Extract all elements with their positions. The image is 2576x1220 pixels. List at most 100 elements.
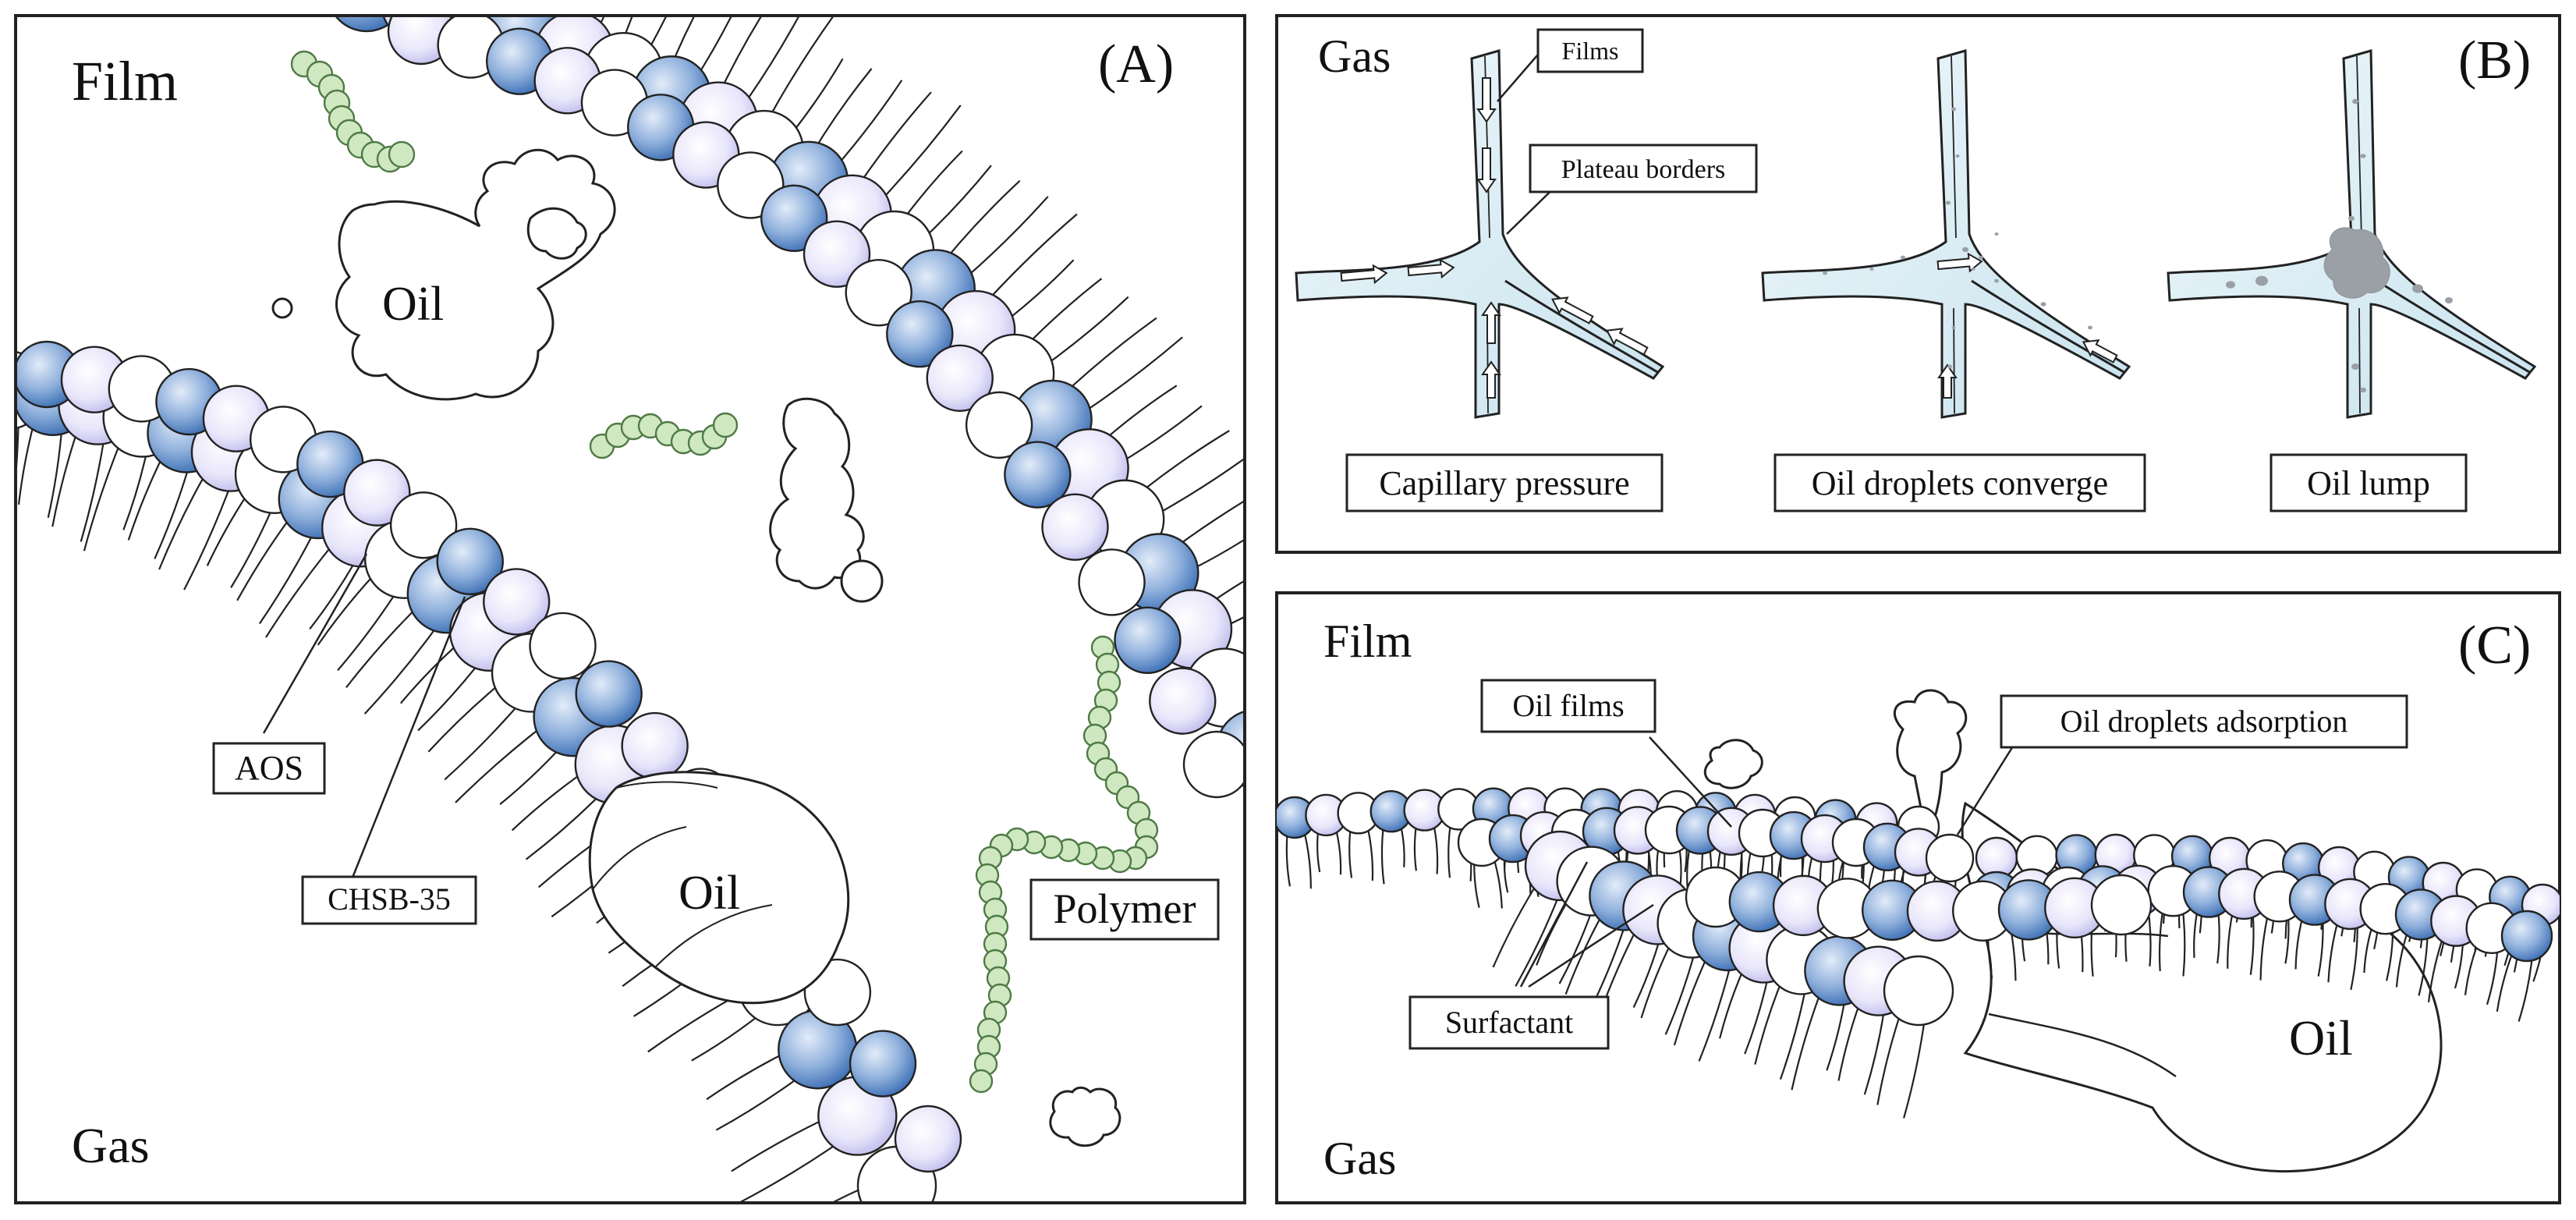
surfactant-label-box	[1408, 995, 1610, 1050]
oil-droplet-rising	[1893, 689, 1968, 842]
capillary-label-box	[1345, 453, 1664, 512]
surfactant-head	[529, 612, 597, 680]
panel-b: Gas (B) Films Plateau borders Capillary …	[1275, 14, 2561, 554]
flow-arrow	[1476, 77, 1497, 123]
oil-dot	[2040, 302, 2046, 307]
surfactant-head	[845, 258, 912, 327]
surfactant-head	[1004, 441, 1072, 509]
converge-label-box	[1773, 453, 2146, 512]
plateau-edge-line	[2356, 55, 2362, 239]
surfactant-head	[1114, 606, 1182, 674]
flow-arrow-shape	[2082, 339, 2118, 364]
surfactant-head	[965, 391, 1033, 459]
films-label-box	[1536, 28, 1644, 73]
oil-dot	[1979, 255, 1983, 260]
polymer-bead	[712, 412, 739, 438]
flow-arrow	[1481, 301, 1501, 344]
films-leader-line	[1497, 54, 1539, 102]
flow-arrow	[1340, 264, 1388, 285]
surfactant-head	[1182, 730, 1243, 799]
oil-dot	[2360, 387, 2366, 393]
converge-label: Oil droplets converge	[1812, 464, 2108, 502]
plateau-edge-line	[2376, 279, 2532, 374]
surfactant-head	[1925, 833, 1975, 883]
oil-lump-label-box	[2270, 453, 2468, 512]
oil-dot	[2445, 297, 2453, 303]
surfactant-head	[926, 344, 994, 412]
flow-arrow-shape	[1481, 360, 1501, 399]
oil-films-label-box	[1480, 679, 1657, 733]
oil-dot	[2226, 281, 2235, 289]
oil-lump	[2323, 227, 2390, 299]
oil-dot	[1951, 326, 1956, 329]
oil-dot	[2088, 325, 2092, 330]
flow-arrow-shape	[1476, 77, 1497, 123]
oil-dot	[2348, 215, 2355, 222]
panel-c-surfactant-heads	[1277, 787, 2560, 1027]
flow-arrow-shape	[1937, 364, 1958, 399]
oil-dot	[1951, 107, 1956, 112]
flow-arrow	[1476, 147, 1497, 193]
oil-dot	[1901, 255, 1905, 260]
oil-dot	[1971, 268, 1975, 271]
surfactant-head	[483, 568, 551, 636]
oil-blob-large	[588, 771, 850, 1005]
plateau-edge-line	[2358, 307, 2361, 414]
oil-label-upper: Oil	[382, 278, 444, 331]
chsb-label: CHSB-35	[328, 881, 451, 917]
oil-blob-middle	[769, 397, 865, 590]
flow-arrow-shape	[1481, 301, 1501, 344]
surfactant-tail	[409, 0, 431, 1]
panel-b-gas-label: Gas	[1318, 30, 1391, 82]
polymer-bead	[388, 140, 416, 168]
surfactant-head	[2090, 874, 2153, 936]
surfactant-head	[436, 527, 504, 596]
panel-a: (A) Film Gas Oil Oil AOS CHSB-35 Polymer	[14, 0, 1246, 1204]
plateau-edge-line	[1971, 279, 2126, 374]
oil-dot	[2255, 275, 2268, 286]
oil-blob-upper-droplet	[526, 207, 587, 260]
surfactant-head	[389, 491, 458, 559]
oil-droplet-small	[271, 297, 293, 319]
oil-dot	[2351, 364, 2359, 370]
flow-arrow-shape	[1605, 328, 1649, 356]
oil-dot	[2352, 98, 2358, 105]
oil-dot	[1994, 232, 1999, 236]
polymer-label-box	[1029, 878, 1220, 941]
oil-blob-bottom	[1049, 1086, 1121, 1147]
surfactant-head	[2500, 910, 2553, 963]
oil-dot	[1994, 278, 1999, 283]
surfactant-head	[849, 1030, 917, 1098]
oil-blob-large-facet	[592, 781, 773, 968]
flow-arrow	[1481, 360, 1501, 399]
oil-lump-label: Oil lump	[2307, 464, 2430, 502]
oil-dot	[1946, 200, 1951, 205]
surfactant-leader-line-2	[1528, 903, 1654, 988]
oil-dot	[1962, 246, 1968, 253]
oil-droplet-dots	[1823, 98, 2453, 393]
polymer-label: Polymer	[1054, 885, 1196, 932]
chsb-leader-line	[349, 596, 466, 882]
surfactant-tail	[462, 0, 495, 13]
flow-arrow	[1605, 328, 1649, 356]
surfactant-head	[803, 958, 872, 1027]
flow-arrow	[1407, 258, 1455, 279]
surfactant-head	[1078, 548, 1146, 616]
surfactant-head	[894, 1105, 962, 1173]
oil-films-leader-line	[1649, 736, 1732, 828]
surfactant-head	[1041, 493, 1109, 561]
panel-a-id: (A)	[1098, 34, 1174, 94]
flow-arrow-shape	[1476, 147, 1497, 193]
panel-a-frame	[14, 14, 1246, 1204]
adsorption-leader-line	[1956, 742, 2017, 835]
aos-label-box	[212, 742, 326, 795]
plateau-label-box	[1529, 144, 1758, 193]
polymer-bead	[969, 1069, 994, 1094]
oil-droplet-small	[840, 559, 884, 603]
capillary-label: Capillary pressure	[1379, 464, 1629, 502]
panel-c-id: (C)	[2458, 615, 2531, 676]
surfactant-head	[1149, 667, 1217, 735]
chsb-label-box	[301, 875, 477, 925]
flow-arrow-shape	[1340, 264, 1388, 285]
